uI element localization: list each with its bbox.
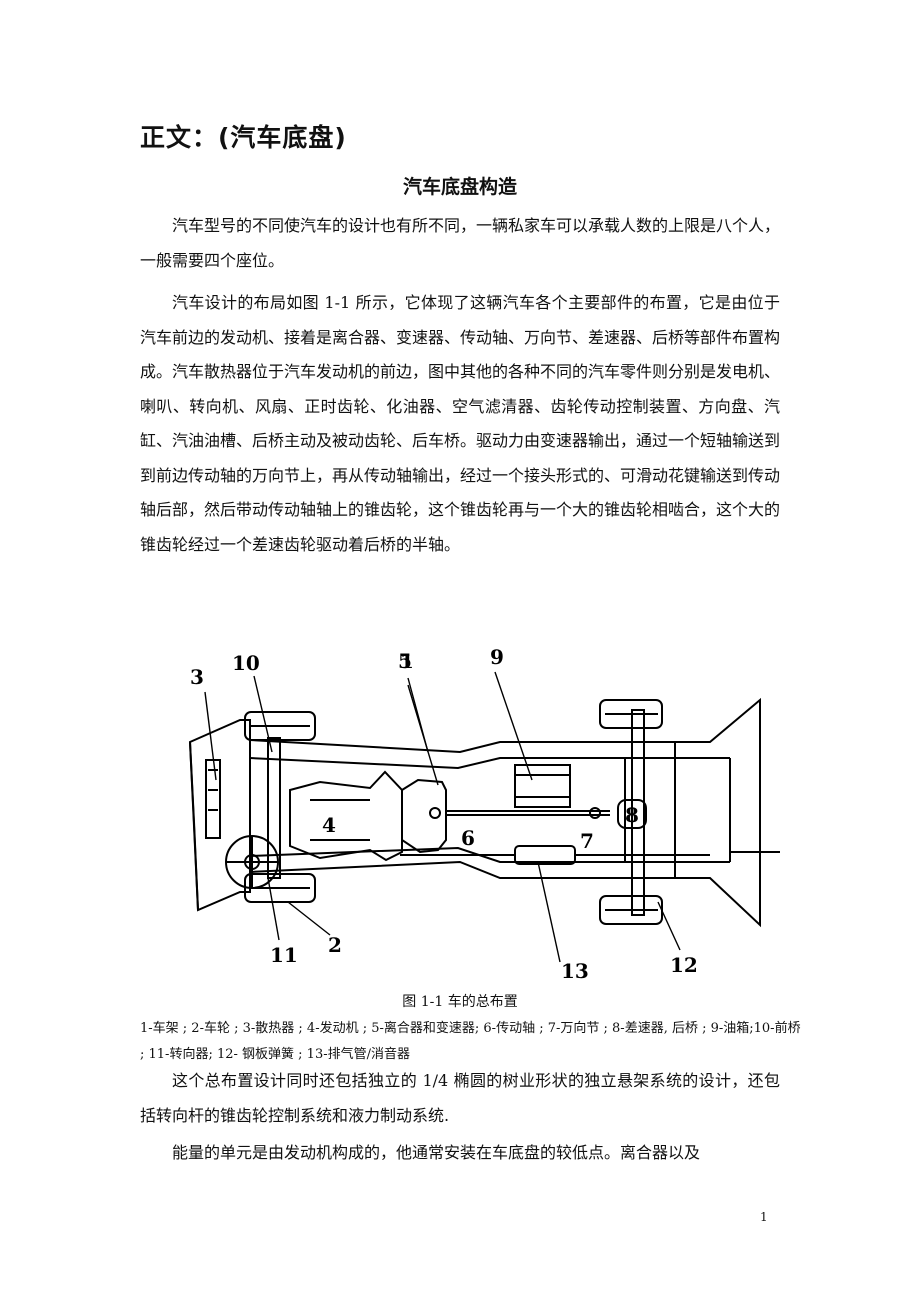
- label-7: 7: [580, 829, 594, 853]
- section-title: 正文：(汽车底盘): [140, 123, 347, 152]
- paragraph-text: 能量的单元是由发动机构成的，他通常安装在车底盘的较低点。离合器以及: [172, 1143, 701, 1162]
- label-9: 9: [490, 645, 504, 669]
- label-13: 13: [561, 959, 589, 983]
- label-11: 11: [270, 943, 298, 967]
- label-3: 3: [190, 665, 204, 689]
- label-12: 12: [670, 953, 698, 977]
- paragraph-text: 汽车设计的布局如图 1-1 所示，它体现了这辆汽车各个主要部件的布置，它是由位于…: [140, 293, 781, 554]
- label-5: 5: [398, 649, 412, 673]
- label-6: 6: [461, 826, 475, 850]
- label-10: 10: [232, 651, 260, 675]
- paragraph-4: 能量的单元是由发动机构成的，他通常安装在车底盘的较低点。离合器以及: [140, 1136, 780, 1171]
- label-1: 1: [400, 649, 414, 673]
- paragraph-2: 汽车设计的布局如图 1-1 所示，它体现了这辆汽车各个主要部件的布置，它是由位于…: [140, 286, 780, 562]
- label-4: 4: [322, 813, 336, 837]
- chassis-layout-diagram: 5 1 9 10 3 4 6 7 8 11 2 13 12: [188, 645, 780, 983]
- label-8: 8: [625, 803, 639, 827]
- paragraph-text: 这个总布置设计同时还包括独立的 1/4 椭圆的树业形状的独立悬架系统的设计，还包…: [140, 1071, 780, 1125]
- paragraph-text: 汽车型号的不同使汽车的设计也有所不同，一辆私家车可以承载人数的上限是八个人，一般…: [140, 216, 781, 270]
- label-2: 2: [328, 933, 342, 957]
- figure-caption: 图 1-1 车的总布置: [402, 994, 518, 1010]
- document-title: 汽车底盘构造: [402, 176, 517, 198]
- page-number: 1: [760, 1210, 768, 1224]
- figure-legend: 1-车架 ; 2-车轮 ; 3-散热器 ; 4-发动机 ; 5-离合器和变速器;…: [140, 1021, 801, 1062]
- paragraph-3: 这个总布置设计同时还包括独立的 1/4 椭圆的树业形状的独立悬架系统的设计，还包…: [140, 1064, 780, 1133]
- paragraph-1: 汽车型号的不同使汽车的设计也有所不同，一辆私家车可以承载人数的上限是八个人，一般…: [140, 209, 780, 278]
